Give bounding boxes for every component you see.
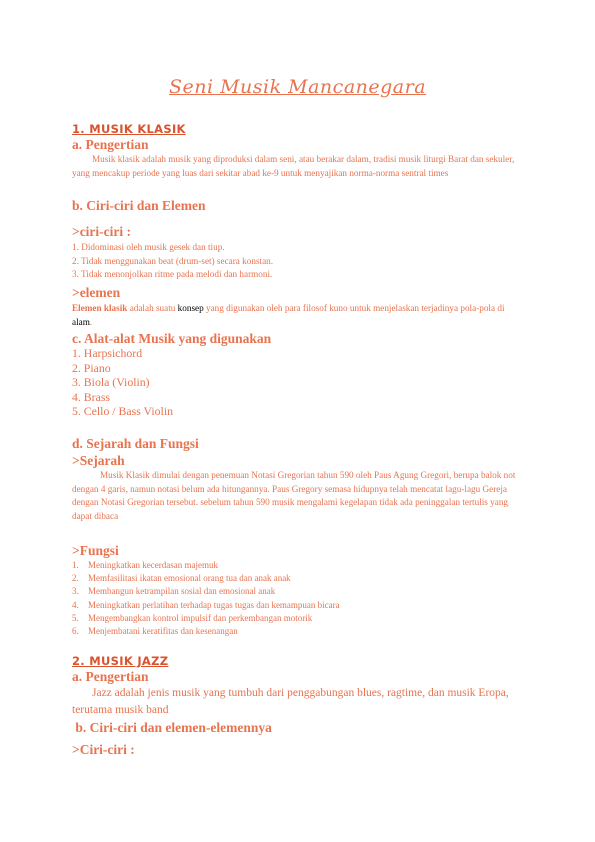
list-item: 3. Biola (Violin) [72, 375, 150, 390]
subheading-elemen: >elemen [72, 285, 121, 300]
list-item: 5.Mengembangkan kontrol impulsif dan per… [72, 612, 313, 623]
page-title: Seni Musik Mancanegara [168, 76, 427, 98]
list-item: 5. Cello / Bass Violin [72, 404, 173, 419]
list-item: 2. Tidak menggunakan beat (drum-set) sec… [72, 255, 274, 266]
paragraph-sejarah: Musik Klasik dimulai dengan penemuan Not… [72, 470, 516, 521]
link-alam[interactable]: alam [72, 316, 90, 327]
paragraph-pengertian-jazz: Jazz adalah jenis musik yang tumbuh dari… [72, 687, 509, 716]
list-item: 3.Membangun ketrampilan sosial dan emosi… [72, 586, 276, 597]
list-item: 3. Tidak menonjolkan ritme pada melodi d… [72, 269, 273, 279]
list-item: 2.Memfasilitasi ikatan emosional orang t… [72, 573, 291, 584]
ciri-list: 1. Didominasi oleh musik gesek dan tiup.… [72, 241, 273, 282]
section-heading-musik-klasik: 1. MUSIK KLASIK [72, 122, 186, 136]
list-item: 1. Harpsichord [72, 346, 143, 360]
subheading-sejarah-fungsi: d. Sejarah dan Fungsi [72, 436, 199, 451]
list-item: 1.Meningkatkan kecerdasan majemuk [72, 560, 218, 570]
list-item: 1. Didominasi oleh musik gesek dan tiup. [72, 242, 225, 252]
subheading-sejarah: >Sejarah [72, 453, 125, 468]
subheading-ciri-ciri: >ciri-ciri : [72, 224, 132, 239]
subheading-ciri-ciri-jazz: >Ciri-ciri : [72, 742, 135, 757]
list-item: 4. Brass [72, 389, 111, 404]
list-item: 6.Menjembatani keratifitas dan kesenanga… [72, 626, 238, 637]
fungsi-list: 1.Meningkatkan kecerdasan majemuk 2.Memf… [72, 559, 340, 638]
subheading-pengertian-jazz: a. Pengertian [72, 669, 149, 684]
paragraph-elemen: Elemen klasik adalah suatu konsep yang d… [72, 303, 505, 327]
link-konsep[interactable]: konsep [177, 303, 204, 313]
subheading-pengertian: a. Pengertian [72, 137, 149, 152]
paragraph-pengertian-klasik: Musik klasik adalah musik yang diproduks… [72, 154, 515, 178]
section-heading-musik-jazz: 2. MUSIK JAZZ [72, 654, 169, 668]
list-item: 2. Piano [72, 360, 111, 375]
alat-list: 1. Harpsichord 2. Piano 3. Biola (Violin… [72, 346, 173, 419]
list-item: 4.Meningkatkan perlatihan terhadap tugas… [72, 599, 340, 610]
subheading-ciri-elemen: b. Ciri-ciri dan Elemen [72, 198, 206, 213]
elemen-term: Elemen klasik [72, 303, 128, 313]
subheading-alat-musik: c. Alat-alat Musik yang digunakan [72, 331, 272, 346]
subheading-ciri-elemen-jazz: b. Ciri-ciri dan elemen-elemennya [72, 720, 272, 735]
subheading-fungsi: >Fungsi [72, 543, 119, 558]
